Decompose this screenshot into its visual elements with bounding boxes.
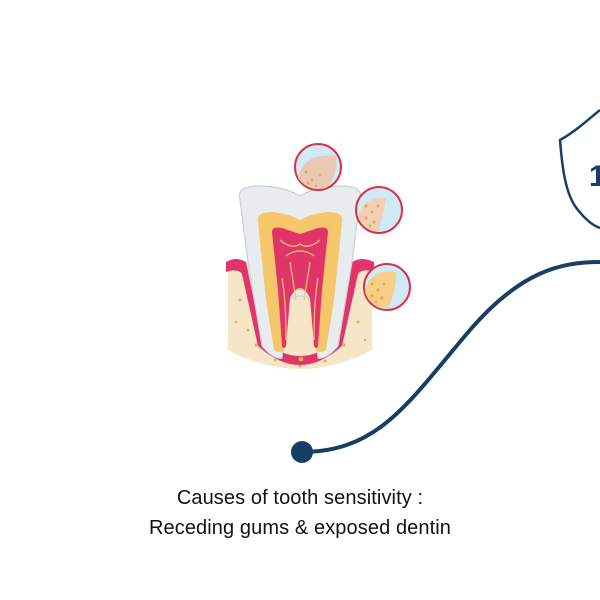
step-number-badge: 1 xyxy=(589,160,600,193)
tooth-cross-section-illustration xyxy=(226,185,374,369)
magnified-bubble-icon xyxy=(363,263,411,311)
gum-tissue xyxy=(226,259,374,365)
caption-line-1: Causes of tooth sensitivity : xyxy=(176,487,424,509)
magnified-bubble-icon xyxy=(355,186,403,234)
magnified-bubble-icon xyxy=(294,143,342,191)
timeline-dot-icon xyxy=(291,441,313,463)
shield-badge-icon xyxy=(558,109,600,230)
caption-line-2: Receding gums & exposed dentin xyxy=(148,517,452,539)
nerve-lines xyxy=(279,239,321,341)
timeline-connector-line xyxy=(301,260,600,454)
caption: Causes of tooth sensitivity : Receding g… xyxy=(0,483,600,543)
